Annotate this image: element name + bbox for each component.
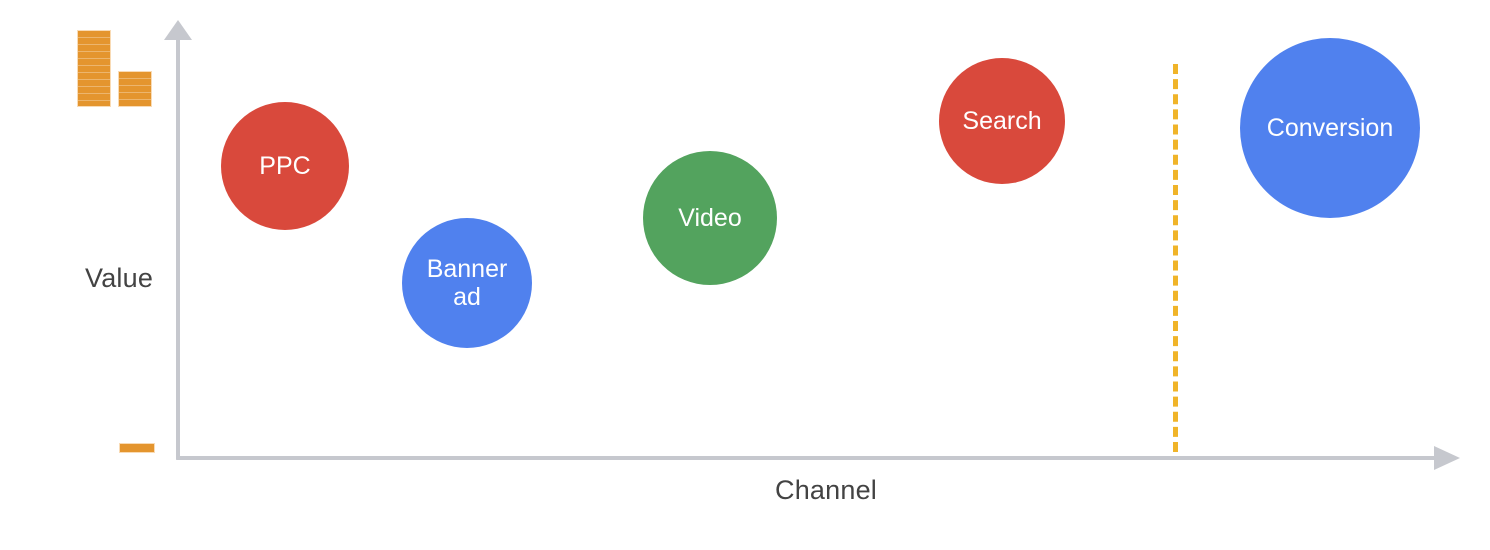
x-axis-arrow-icon: [1434, 446, 1460, 470]
bubble-label: PPC: [259, 152, 311, 180]
vertical-dashed-divider: [1173, 64, 1178, 452]
orange-dash-marker: [120, 444, 154, 452]
bubble-ppc[interactable]: PPC: [221, 102, 349, 230]
x-axis-line: [176, 456, 1436, 460]
bubble-banner-ad[interactable]: Banner ad: [402, 218, 532, 348]
y-axis-arrow-icon: [164, 20, 192, 40]
bubble-label: Video: [678, 204, 742, 232]
y-axis-title: Value: [85, 263, 154, 293]
bar-chart-icon-bar-short: [119, 72, 151, 106]
y-axis-line: [176, 36, 180, 460]
bubble-label: Conversion: [1266, 114, 1394, 142]
bubble-search[interactable]: Search: [939, 58, 1065, 184]
bubble-label: Search: [962, 107, 1042, 135]
bubble-label: Banner ad: [426, 255, 508, 311]
bar-chart-icon-bar-tall: [78, 31, 110, 106]
x-axis-title: Channel: [775, 475, 877, 505]
bubble-conversion[interactable]: Conversion: [1240, 38, 1420, 218]
bubble-video[interactable]: Video: [643, 151, 777, 285]
